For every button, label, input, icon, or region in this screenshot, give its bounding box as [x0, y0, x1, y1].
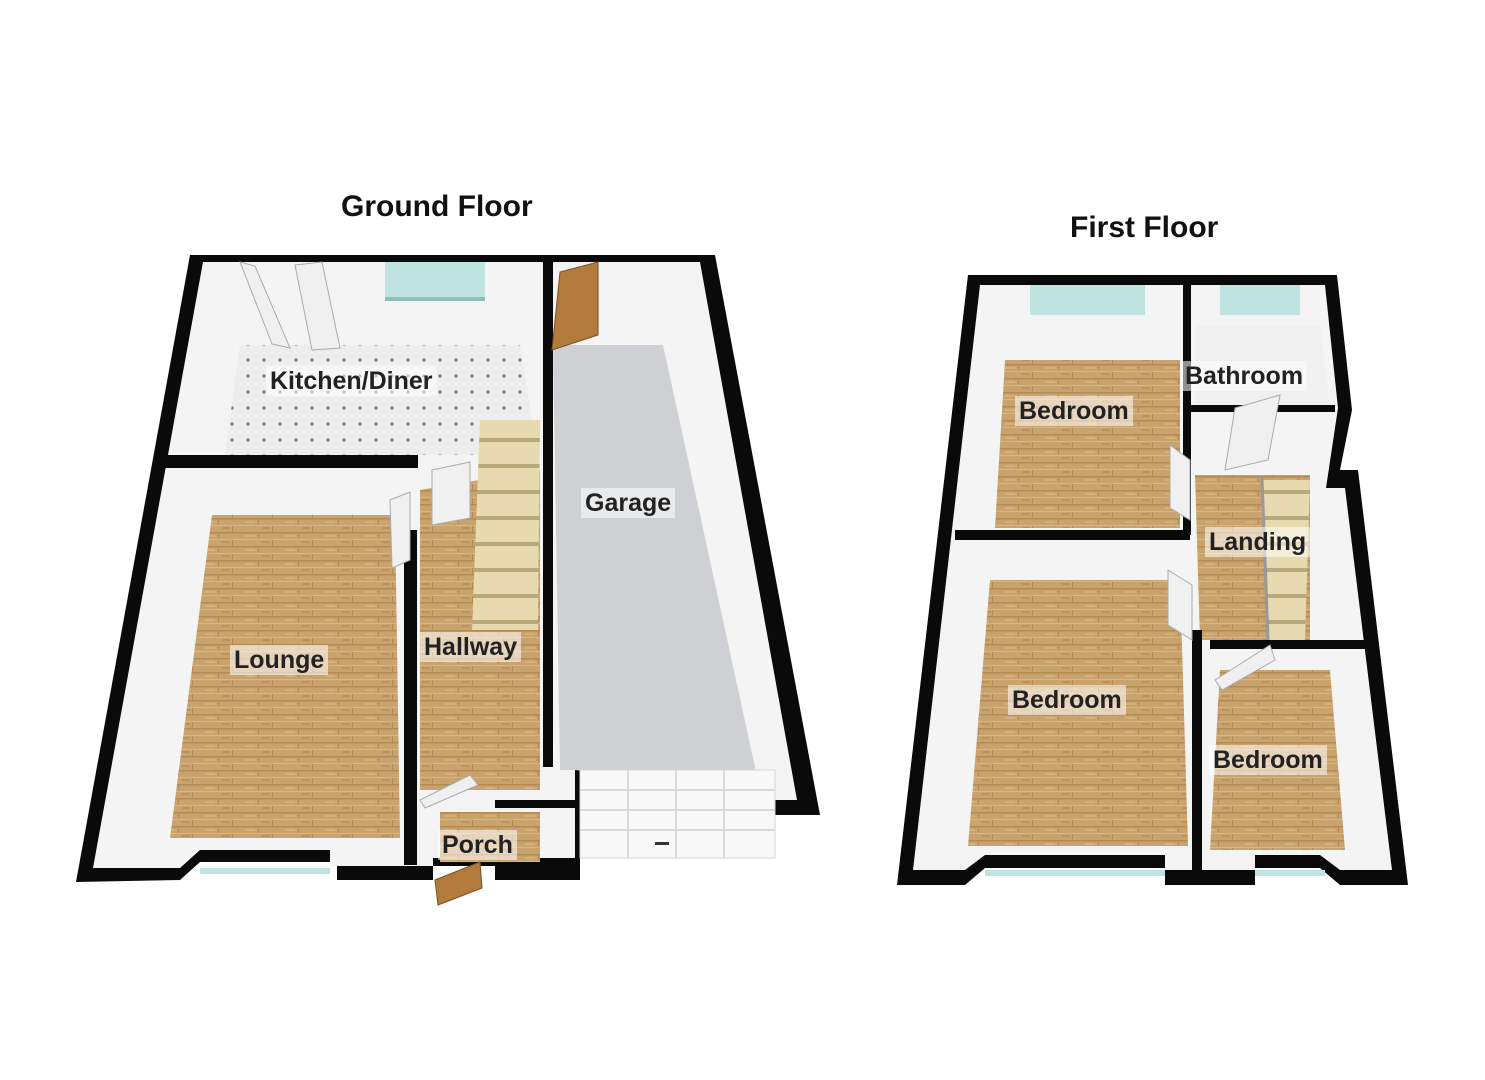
room-label-garage: Garage: [581, 488, 676, 518]
bathroom-window: [1220, 285, 1300, 315]
bedroom-top-window: [1030, 285, 1145, 315]
bedroom-small-window: [1255, 870, 1325, 876]
garage-door-panels: [580, 770, 775, 858]
small-bedroom-top-wall: [1210, 640, 1365, 649]
room-label-bedroom-small: Bedroom: [1209, 745, 1327, 775]
room-label-lounge: Lounge: [230, 645, 329, 675]
french-door-right: [294, 261, 341, 351]
bathroom-door: [1224, 394, 1281, 471]
first-stairs: [1262, 480, 1310, 640]
porch-inner-door: [419, 774, 479, 809]
bedroom-top-door: [1169, 444, 1191, 521]
front-door: [434, 861, 483, 906]
room-label-kitchen: Kitchen/Diner: [266, 366, 437, 396]
lounge-window: [200, 868, 330, 874]
room-label-bedroom-large: Bedroom: [1008, 685, 1126, 715]
bedroom-large-window: [985, 870, 1165, 876]
room-label-hallway: Hallway: [420, 632, 522, 662]
bedroom-small-door: [1214, 644, 1276, 691]
room-label-bathroom: Bathroom: [1181, 361, 1308, 391]
lounge-floor: [170, 515, 400, 838]
bedroom-large-door: [1167, 569, 1193, 641]
ground-floor-title: Ground Floor: [341, 190, 533, 223]
garage-rear-door: [551, 261, 599, 351]
room-label-porch: Porch: [438, 830, 517, 860]
garage-door: [579, 769, 776, 859]
porch-top-wall: [495, 800, 575, 808]
room-label-bedroom-top: Bedroom: [1015, 396, 1133, 426]
landing-left-wall: [1192, 630, 1202, 870]
lounge-door: [389, 491, 411, 569]
garage-floor: [553, 345, 760, 790]
bedroom-top-floor: [995, 360, 1180, 528]
hallway-door: [431, 461, 471, 526]
lounge-top-wall: [165, 455, 418, 468]
stair-banister: [1260, 477, 1270, 641]
lounge-right-wall: [404, 530, 417, 865]
garage-left-wall: [543, 262, 553, 767]
bathroom-left-wall: [1183, 280, 1191, 535]
first-floor-title: First Floor: [1070, 211, 1219, 244]
room-label-landing: Landing: [1205, 527, 1311, 557]
garage-door-handle: [655, 842, 669, 845]
kitchen-window: [385, 262, 485, 297]
french-door-left: [239, 261, 291, 349]
ground-stairs: [472, 420, 540, 630]
ground-floor-plan: [76, 255, 820, 906]
first-floor-plan: [897, 275, 1408, 885]
bedroom-divider-wall: [955, 530, 1190, 540]
kitchen-window-sill: [385, 297, 485, 301]
